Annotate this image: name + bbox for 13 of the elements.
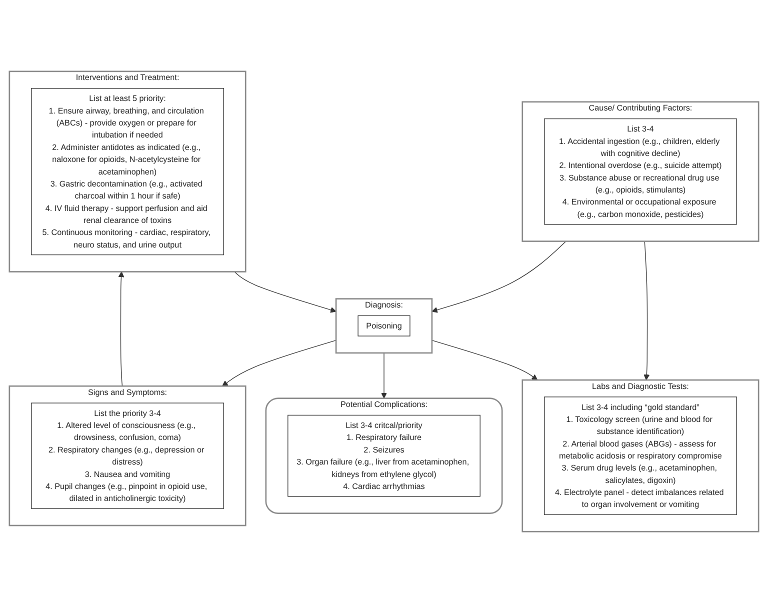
arrow [222, 340, 336, 387]
node-box: List 3-4 1. Accidental ingestion (e.g., children, elderly with cognitive decline) 2. Intentional overdose (e.g., suicide attempt) 3. Substance abuse or recreational drug use (e.g., opioids, stimulants) 4. Environmental or occupational exposure (e.g., carbon monoxide, pesticides) [544, 118, 737, 226]
arrow [644, 241, 650, 381]
node-box: List the priority 3-4 1. Altered level of consciousness (e.g., drowsiness, confusion, coma) 2. Respiratory changes (e.g., depression or distress) 3. Nausea and vomiting 4. Pupil changes (e.g., pinpoint in opioid use, dilated in anticholinergic toxicity) [31, 403, 224, 510]
arrow [381, 353, 387, 400]
node-box: List 3-4 including “gold standard” 1. Toxicology screen (urine and blood for substance identification) 2. Arterial blood gases (ABGs) - assess for metabolic acidosis or respiratory compromise 3. Serum drug levels (e.g., acetaminophen, salicylates, digoxin) 4. Electrolyte panel - detect imbalances related to organ involvement or vomiting [544, 397, 737, 516]
node-box: List at least 5 priority: 1. Ensure airway, breathing, and circulation (ABCs) - provide oxygen or prepare for intubation if needed 2. Administer antidotes as indicated (e.g., naloxone for opioids, N-acetylcysteine for acetaminophen) 3. Gastric decontamination (e.g., activated charcoal within 1 hour if safe) 4. IV fluid therapy - support perfusion and aid renal clearance of toxins 5. Continuous monitoring - cardiac, respiratory, neuro status, and urine output [31, 88, 224, 256]
arrow [234, 272, 336, 314]
arrow [118, 272, 124, 387]
node-box: List 3-4 critcal/priority 1. Respiratory failure 2. Seizures 3. Organ failure (e.g., liver from acetaminophen, kidneys from ethylene glycol) 4. Cardiac arrhythmias [288, 415, 480, 498]
arrow [432, 340, 538, 381]
arrow [432, 241, 566, 314]
node-box: Poisoning [358, 316, 410, 337]
